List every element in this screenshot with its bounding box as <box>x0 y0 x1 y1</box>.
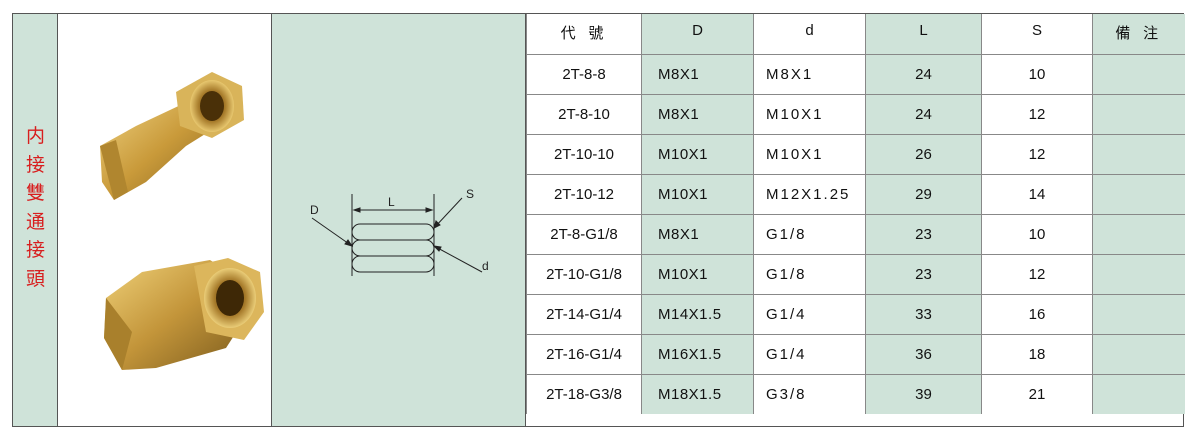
product-title: 内 接 雙 通 接 頭 <box>13 122 58 293</box>
cell-code: 2T-16-G1/4 <box>526 333 642 375</box>
product-title-char: 頭 <box>25 267 45 290</box>
cell-note <box>1092 173 1185 215</box>
product-name-column: 内 接 雙 通 接 頭 <box>13 14 58 426</box>
cell-D: M10X1 <box>641 173 754 215</box>
table-row: 2T-10-G1/8 M10X1 G1/8 23 12 <box>526 253 1185 295</box>
cell-L: 36 <box>865 333 982 375</box>
table-row: 2T-10-10 M10X1 M10X1 26 12 <box>526 133 1185 175</box>
catalog-frame: 内 接 雙 通 接 頭 <box>12 13 1185 427</box>
header-code: 代 號 <box>526 14 642 55</box>
cell-d: G3/8 <box>753 373 866 414</box>
product-title-char: 雙 <box>25 182 45 204</box>
cell-note <box>1092 293 1185 335</box>
cell-D: M8X1 <box>641 93 754 135</box>
product-photo-column <box>58 14 272 426</box>
table-row: 2T-8-8 M8X1 M8X1 24 10 <box>526 53 1185 95</box>
product-title-char: 通 <box>25 210 45 233</box>
cell-d: G1/8 <box>753 213 866 255</box>
cell-L: 29 <box>865 173 982 215</box>
diagram-label-d-lower: d <box>482 259 489 273</box>
product-title-char: 内 <box>25 125 45 147</box>
cell-d: M10X1 <box>753 133 866 175</box>
cell-S: 12 <box>981 133 1093 175</box>
cell-D: M8X1 <box>641 213 754 255</box>
cell-note <box>1092 333 1185 375</box>
cell-d: M10X1 <box>753 93 866 135</box>
product-photo-top <box>100 72 244 200</box>
cell-S: 12 <box>981 253 1093 295</box>
cell-note <box>1092 93 1185 135</box>
product-title-char: 接 <box>25 153 45 176</box>
header-D: D <box>641 14 754 55</box>
cell-L: 26 <box>865 133 982 175</box>
cell-S: 10 <box>981 213 1093 255</box>
cell-d: G1/4 <box>753 333 866 375</box>
cell-code: 2T-10-10 <box>526 133 642 175</box>
spec-table: 代 號 D d L S 備 注 2T-8-8 M8X1 M8X1 24 10 2… <box>526 14 1185 414</box>
cell-S: 18 <box>981 333 1093 375</box>
cell-L: 24 <box>865 93 982 135</box>
cell-S: 12 <box>981 93 1093 135</box>
cell-note <box>1092 253 1185 295</box>
header-L: L <box>865 14 982 55</box>
cell-L: 23 <box>865 253 982 295</box>
cell-S: 21 <box>981 373 1093 414</box>
header-d: d <box>753 14 866 55</box>
cell-D: M8X1 <box>641 53 754 95</box>
cell-code: 2T-10-12 <box>526 173 642 215</box>
table-row: 2T-10-12 M10X1 M12X1.25 29 14 <box>526 173 1185 215</box>
cell-code: 2T-10-G1/8 <box>526 253 642 295</box>
cell-D: M16X1.5 <box>641 333 754 375</box>
cell-note <box>1092 53 1185 95</box>
cell-D: M10X1 <box>641 253 754 295</box>
cell-L: 33 <box>865 293 982 335</box>
cell-D: M10X1 <box>641 133 754 175</box>
cell-code: 2T-8-8 <box>526 53 642 95</box>
cell-d: G1/8 <box>753 253 866 295</box>
cell-code: 2T-8-10 <box>526 93 642 135</box>
product-photo-bottom <box>104 258 264 370</box>
header-S: S <box>981 14 1093 55</box>
cell-L: 39 <box>865 373 982 414</box>
diagram-label-s: S <box>466 187 474 201</box>
cell-D: M14X1.5 <box>641 293 754 335</box>
cell-d: M8X1 <box>753 53 866 95</box>
cell-note <box>1092 373 1185 414</box>
table-row: 2T-8-10 M8X1 M10X1 24 12 <box>526 93 1185 135</box>
dimension-diagram: D L S d <box>310 187 489 276</box>
table-row: 2T-14-G1/4 M14X1.5 G1/4 33 16 <box>526 293 1185 335</box>
dimension-diagram-column: D L S d <box>272 14 526 426</box>
cell-d: G1/4 <box>753 293 866 335</box>
cell-D: M18X1.5 <box>641 373 754 414</box>
cell-code: 2T-18-G3/8 <box>526 373 642 414</box>
diagram-label-l: L <box>388 195 395 209</box>
cell-S: 10 <box>981 53 1093 95</box>
cell-S: 14 <box>981 173 1093 215</box>
cell-note <box>1092 133 1185 175</box>
cell-L: 23 <box>865 213 982 255</box>
table-header-row: 代 號 D d L S 備 注 <box>526 14 1185 55</box>
header-note: 備 注 <box>1092 14 1185 55</box>
cell-code: 2T-8-G1/8 <box>526 213 642 255</box>
cell-S: 16 <box>981 293 1093 335</box>
table-row: 2T-8-G1/8 M8X1 G1/8 23 10 <box>526 213 1185 255</box>
cell-code: 2T-14-G1/4 <box>526 293 642 335</box>
table-row: 2T-16-G1/4 M16X1.5 G1/4 36 18 <box>526 333 1185 375</box>
cell-note <box>1092 213 1185 255</box>
cell-d: M12X1.25 <box>753 173 866 215</box>
product-title-char: 接 <box>25 239 45 261</box>
diagram-label-d-upper: D <box>310 203 319 217</box>
table-row: 2T-18-G3/8 M18X1.5 G3/8 39 21 <box>526 373 1185 414</box>
cell-L: 24 <box>865 53 982 95</box>
